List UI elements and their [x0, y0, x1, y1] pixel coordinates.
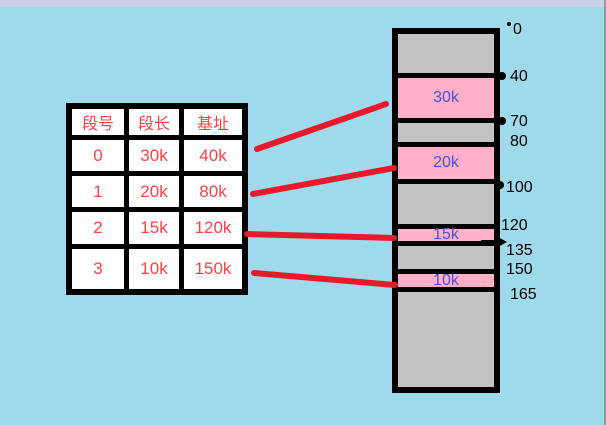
segment-table-header-row: 段号 段长 基址 [66, 103, 248, 140]
window-top-strip [0, 0, 606, 7]
cell-seg-len: 20k [124, 171, 184, 212]
memory-map-column: 30k 20k 15k 10k [392, 28, 500, 393]
cell-seg-no: 3 [66, 244, 129, 295]
window-right-edge [604, 0, 606, 425]
section-divider [398, 73, 494, 78]
connector-line-base-150k [251, 270, 398, 288]
segment-size-label: 15k [433, 226, 459, 243]
section-divider [398, 269, 494, 274]
cell-seg-base: 40k [179, 135, 248, 176]
table-row: 1 20k 80k [66, 171, 248, 212]
cell-seg-len: 30k [124, 135, 184, 176]
section-divider [398, 118, 494, 123]
section-divider [398, 241, 494, 246]
cell-seg-base: 120k [179, 207, 248, 249]
connector-line-base-40k [254, 101, 389, 152]
boundary-dot [507, 22, 511, 26]
cell-seg-no: 0 [66, 135, 129, 176]
memory-section-165-end [398, 292, 494, 387]
cell-seg-len: 10k [124, 244, 184, 295]
memory-section-80-100: 20k [398, 147, 494, 179]
memory-section-70-80 [398, 123, 494, 142]
table-row: 0 30k 40k [66, 135, 248, 176]
address-label-135: 135 [506, 242, 533, 259]
address-label-150: 150 [506, 261, 533, 278]
address-label-40: 40 [510, 68, 528, 85]
segment-table: 段号 段长 基址 0 30k 40k 1 20k 80k 2 15k 120k … [66, 103, 248, 295]
address-label-100: 100 [506, 179, 533, 196]
address-label-80: 80 [510, 133, 528, 150]
address-label-120: 120 [501, 217, 528, 234]
cell-seg-base: 80k [179, 171, 248, 212]
memory-section-120-135: 15k [398, 226, 494, 243]
memory-section-150-165: 10k [398, 271, 494, 289]
segment-size-label: 10k [433, 271, 459, 289]
connector-line-base-120k [244, 231, 397, 241]
section-divider [398, 287, 494, 292]
address-label-70: 70 [510, 113, 528, 130]
segment-size-label: 20k [433, 154, 459, 171]
cell-seg-no: 2 [66, 207, 129, 249]
header-base-address: 基址 [179, 103, 248, 140]
segment-size-label: 30k [433, 89, 459, 106]
section-divider [398, 224, 494, 229]
memory-section-0-40 [398, 34, 494, 73]
table-row: 3 10k 150k [66, 244, 248, 295]
header-segment-length: 段长 [124, 103, 184, 140]
header-segment-number: 段号 [66, 103, 129, 140]
cell-seg-no: 1 [66, 171, 129, 212]
connector-line-base-80k [250, 165, 397, 197]
address-label-165: 165 [510, 286, 537, 303]
cell-seg-len: 15k [124, 207, 184, 249]
address-label-0: 0 [513, 21, 522, 38]
memory-sections: 30k 20k 15k 10k [398, 34, 494, 387]
table-row: 2 15k 120k [66, 207, 248, 249]
section-divider [398, 142, 494, 147]
memory-section-100-120 [398, 184, 494, 224]
cell-seg-base: 150k [179, 244, 248, 295]
memory-section-135-150 [398, 246, 494, 269]
section-divider [398, 179, 494, 184]
memory-section-40-70: 30k [398, 78, 494, 118]
